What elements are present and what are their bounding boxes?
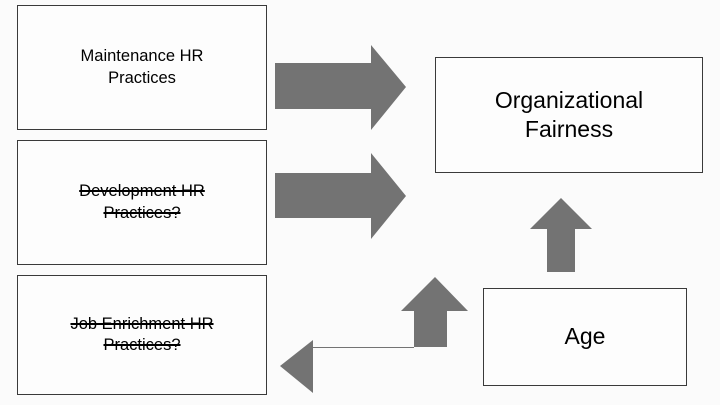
arrow-right-maintenance-icon	[275, 45, 406, 130]
node-label-age: Age	[564, 323, 606, 350]
node-organizational-fairness[interactable]: Organizational Fairness	[435, 57, 703, 173]
node-label-development-hr-practices: Development HR Practices?	[79, 182, 205, 222]
node-label-organizational-fairness: Organizational Fairness	[494, 86, 644, 142]
node-maintenance-hr-practices[interactable]: Maintenance HR Practices	[17, 5, 267, 130]
node-label-maintenance-hr-practices: Maintenance HR Practices	[80, 47, 204, 87]
node-job-enrichment-hr-practices[interactable]: Job Enrichment HR Practices?	[17, 275, 267, 395]
arrow-right-development-icon	[275, 153, 406, 239]
arrow-bent-left-up-icon	[280, 277, 468, 393]
node-age[interactable]: Age	[483, 288, 687, 386]
arrow-up-age-icon	[530, 198, 592, 272]
node-label-job-enrichment-hr-practices: Job Enrichment HR Practices?	[70, 314, 214, 354]
node-development-hr-practices[interactable]: Development HR Practices?	[17, 140, 267, 265]
